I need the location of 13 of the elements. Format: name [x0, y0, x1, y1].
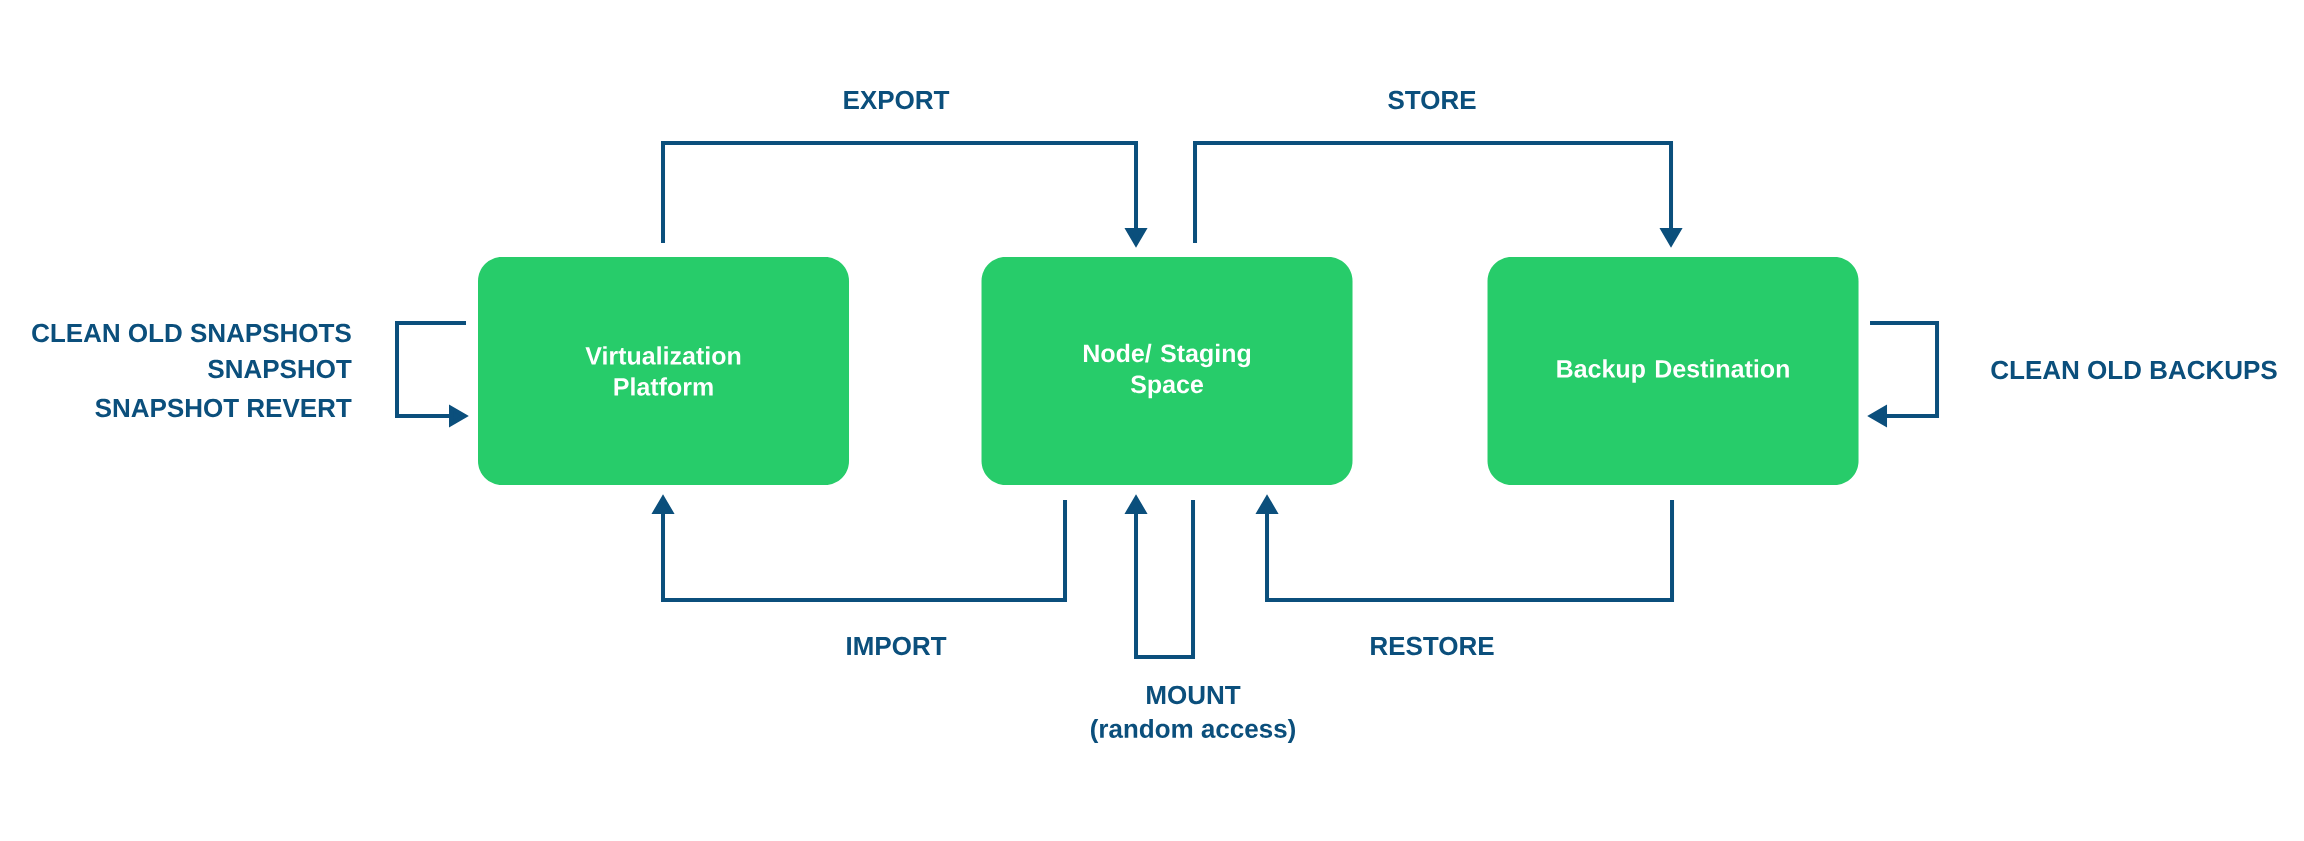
- edge-label: STORE: [1385, 88, 1479, 112]
- process-box: Node/ Staging Space: [981, 257, 1353, 485]
- edge-label: CLEAN OLD BACKUPS: [1988, 358, 2280, 382]
- edge-label: MOUNT: [1143, 683, 1243, 707]
- operation-label: SNAPSHOT REVERT: [95, 398, 352, 418]
- operation-label: SNAPSHOT: [208, 359, 352, 379]
- edge-label: EXPORT: [840, 88, 952, 112]
- operation-label: (random access): [1091, 718, 1295, 744]
- edge-label: IMPORT: [843, 634, 949, 658]
- process-box: Backup Destination: [1487, 257, 1859, 485]
- edge-label: RESTORE: [1367, 634, 1497, 658]
- operation-label: CLEAN OLD SNAPSHOTS: [32, 323, 351, 343]
- process-box: Virtualization Platform: [478, 257, 849, 485]
